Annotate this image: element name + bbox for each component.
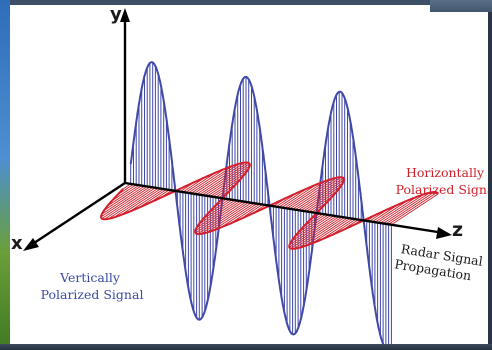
horizontal-wave-hatch <box>200 202 249 235</box>
x-axis-label: x <box>11 233 23 254</box>
horizontal-wave-hatch <box>195 200 241 232</box>
horizontal-wave-hatch <box>210 172 246 197</box>
window-top-edge <box>0 0 492 5</box>
horizontal-wave-hatch <box>289 177 338 210</box>
horizontal-wave-hatch <box>308 196 333 213</box>
horizontal-wave-hatch <box>388 192 438 225</box>
horizontal-wave-hatch <box>207 168 249 197</box>
horizontal-wave-hatch <box>198 199 236 225</box>
window-bottom-edge <box>0 344 492 350</box>
desktop-background-strip <box>0 0 10 350</box>
horizontal-wave-hatch <box>297 179 345 211</box>
horizontal-wave-hatch <box>113 187 159 218</box>
horizontal-wave-hatch <box>377 196 417 223</box>
horizontal-wave-hatch <box>195 201 244 234</box>
z-axis <box>124 181 445 235</box>
polarization-diagram: y x z Horizontally Polarized Signal Vert… <box>11 5 488 344</box>
horizontal-wave-hatch <box>289 215 337 248</box>
propagation-label: Radar Signal Propagation <box>393 241 487 286</box>
horizontal-wave-hatch <box>185 172 217 193</box>
horizontal-wave-hatch <box>281 184 317 208</box>
horizontal-wave-hatch <box>188 168 226 194</box>
horizontal-wave-outline <box>100 161 439 250</box>
y-axis-arrowhead <box>120 8 130 22</box>
horizontal-wave-hatch <box>295 177 344 211</box>
horizontal-wave-hatch <box>100 186 148 218</box>
horizontal-polarized-label-line2: Polarized Signal <box>396 182 488 197</box>
horizontal-wave-hatch <box>201 163 250 196</box>
horizontal-wave-hatch <box>382 192 431 224</box>
horizontal-polarized-wave <box>100 161 439 250</box>
horizontal-wave-hatch <box>286 178 333 209</box>
vertical-polarized-label: Vertically Polarized Signal <box>41 270 144 302</box>
horizontal-wave-hatch <box>391 193 439 226</box>
horizontal-wave-hatch <box>207 199 230 215</box>
horizontal-wave-hatch <box>385 191 435 225</box>
horizontal-wave-hatch <box>380 193 425 224</box>
horizontal-wave-hatch <box>190 165 234 194</box>
z-axis-label: z <box>452 219 463 241</box>
vertical-wave-outline <box>129 61 385 344</box>
horizontal-wave-hatch <box>298 214 326 233</box>
horizontal-wave-hatch <box>304 217 348 247</box>
horizontal-wave-hatch <box>107 184 140 207</box>
horizontal-wave-hatch <box>196 162 245 195</box>
horizontal-wave-hatch <box>292 176 342 210</box>
horizontal-wave-hatch <box>104 186 153 220</box>
horizontal-wave-hatch <box>312 217 351 244</box>
horizontal-wave-hatch <box>289 215 335 246</box>
horizontal-wave-hatch <box>220 203 258 228</box>
horizontal-wave-hatch <box>212 177 242 198</box>
horizontal-wave-hatch <box>103 185 142 211</box>
horizontal-polarized-label-line1: Horizontally <box>406 165 485 180</box>
horizontal-wave-hatch <box>320 218 354 241</box>
y-axis-label: y <box>110 5 122 25</box>
horizontal-wave-hatch <box>212 202 255 231</box>
horizontal-wave-hatch <box>229 203 260 225</box>
z-axis-arrowhead <box>436 227 452 239</box>
horizontal-wave-hatch <box>204 165 250 196</box>
horizontal-wave-hatch <box>202 199 233 220</box>
horizontal-wave-hatch <box>290 214 332 242</box>
horizontal-wave-hatch <box>199 162 249 196</box>
window-right-edge <box>488 12 492 350</box>
horizontal-wave-hatch <box>197 201 247 235</box>
horizontal-wave-hatch <box>298 217 345 249</box>
horizontal-wave-hatch <box>290 216 340 249</box>
x-axis <box>27 181 126 249</box>
horizontal-polarized-label: Horizontally Polarized Signal <box>396 165 488 197</box>
horizontal-wave-hatch <box>108 187 156 220</box>
vertical-polarized-label-line2: Polarized Signal <box>41 287 144 302</box>
horizontal-wave-hatch <box>374 199 409 223</box>
horizontal-wave-hatch <box>196 200 238 229</box>
horizontal-wave-hatch <box>193 163 240 195</box>
horizontal-wave-hatch <box>284 180 326 209</box>
horizontal-wave-hatch <box>303 186 341 212</box>
horizontal-wave-hatch <box>293 216 343 250</box>
horizontal-wave-hatch <box>101 185 145 215</box>
horizontal-wave-hatch <box>111 184 137 202</box>
horizontal-wave-hatch <box>306 190 338 212</box>
horizontal-wave-hatch <box>300 182 344 211</box>
vertical-polarized-wave <box>129 61 392 344</box>
window-top-right-edge <box>430 0 492 12</box>
horizontal-wave-hatch <box>101 186 151 219</box>
horizontal-wave-hatch <box>120 188 162 216</box>
x-axis-arrowhead <box>23 238 39 251</box>
horizontal-wave-hatch <box>293 214 329 238</box>
horizontal-wave-hatch <box>205 202 252 234</box>
horizontal-wave-hatch <box>129 188 164 213</box>
vertical-polarized-label-line1: Vertically <box>59 270 121 285</box>
axes <box>23 8 452 251</box>
